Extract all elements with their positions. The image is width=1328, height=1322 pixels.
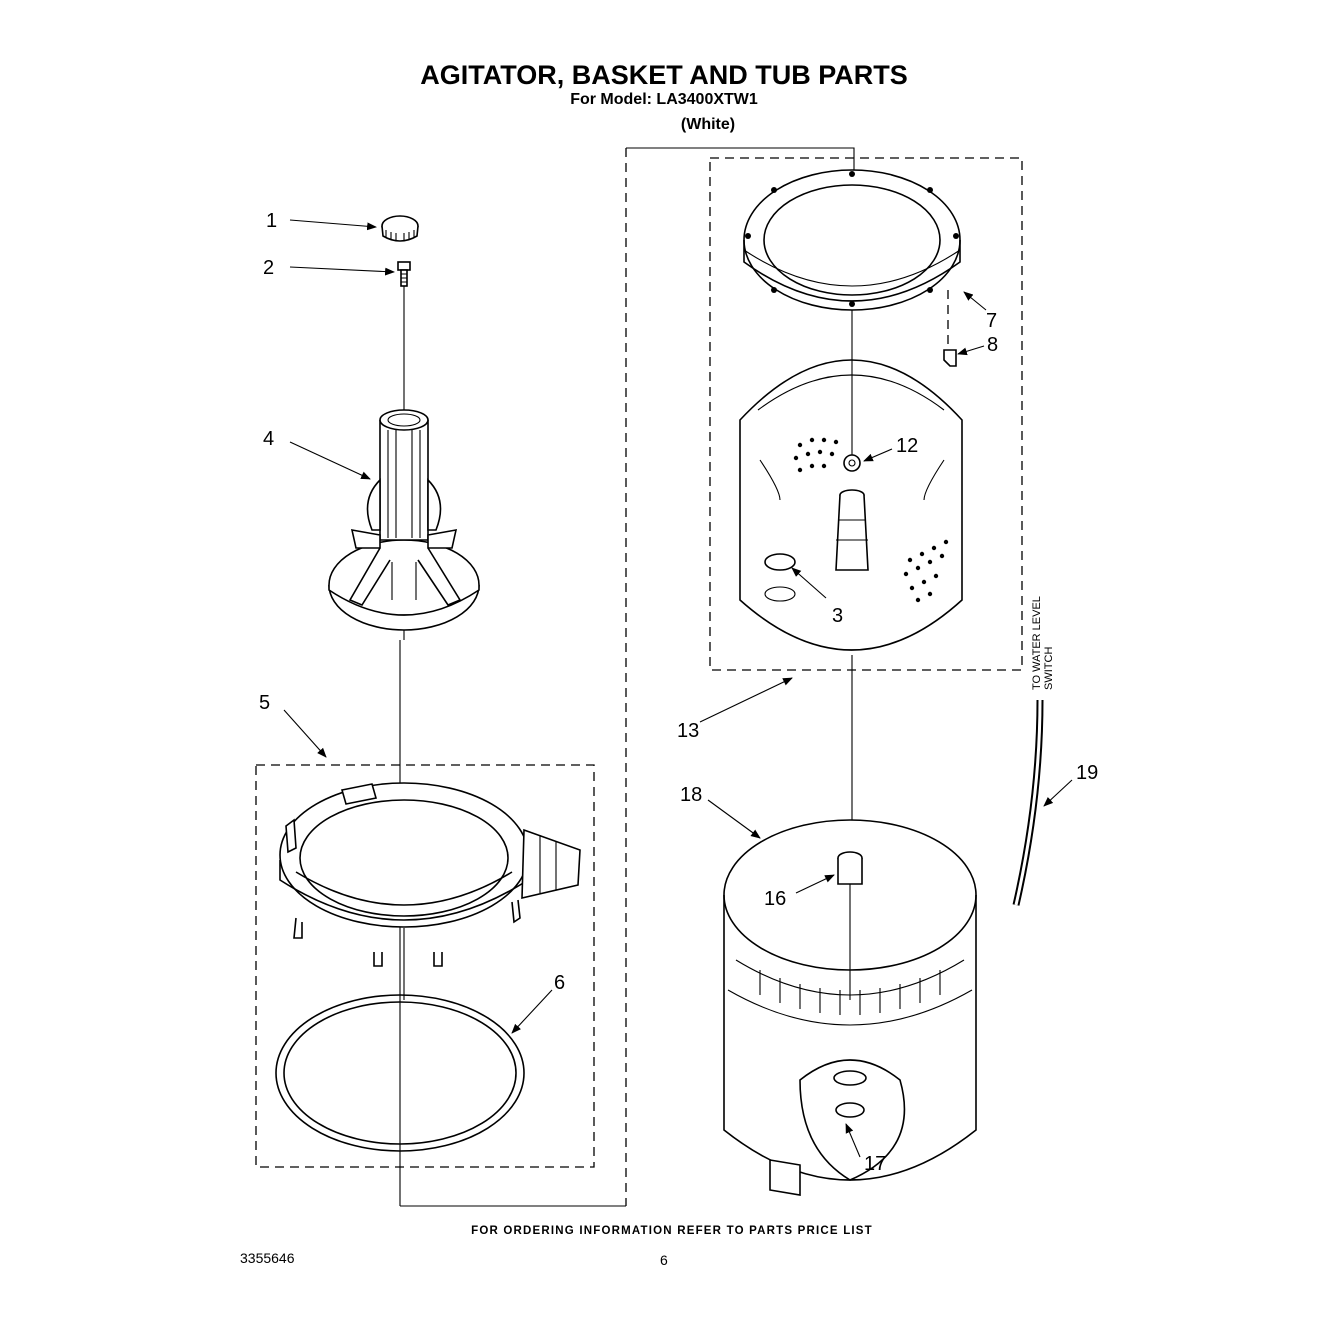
callout-13: 13	[677, 720, 699, 742]
callout-1: 1	[266, 210, 277, 232]
page-number: 6	[660, 1252, 668, 1268]
callout-7: 7	[986, 310, 997, 332]
document-number: 3355646	[240, 1250, 295, 1266]
water-level-switch-label: TO WATER LEVEL SWITCH	[1031, 596, 1055, 690]
bearing-part	[837, 851, 863, 885]
callout-17: 17	[864, 1153, 886, 1175]
diagram-title: AGITATOR, BASKET AND TUB PARTS	[420, 60, 908, 90]
ordering-note: FOR ORDERING INFORMATION REFER TO PARTS …	[471, 1225, 873, 1237]
callout-6: 6	[554, 972, 565, 994]
color-line: (White)	[681, 116, 735, 133]
hose-part	[1012, 699, 1044, 906]
callout-2: 2	[263, 257, 274, 279]
agitator-part	[328, 409, 480, 631]
basket-part	[739, 359, 963, 651]
connector-frame	[399, 147, 855, 1207]
tub-ring-assembly-box	[255, 764, 595, 1168]
callout-5: 5	[259, 692, 270, 714]
callout-8: 8	[987, 334, 998, 356]
callout-18: 18	[680, 784, 702, 806]
side-label-line2: SWITCH	[1043, 647, 1055, 690]
agitator-cap-part	[381, 215, 419, 242]
bolt-part	[397, 261, 411, 287]
nut-part	[843, 454, 861, 472]
tub-ring-part	[279, 782, 581, 967]
seal-ring-part	[275, 994, 525, 1152]
callout-3: 3	[832, 605, 843, 627]
callout-4: 4	[263, 428, 274, 450]
side-label-line1: TO WATER LEVEL	[1031, 596, 1043, 690]
clip-part	[943, 349, 957, 367]
basket-assembly-box	[709, 157, 1023, 671]
balance-ring-part	[743, 169, 961, 311]
leader-lines	[283, 219, 1073, 1158]
model-line: For Model: LA3400XTW1	[570, 91, 758, 108]
callout-16: 16	[764, 888, 786, 910]
callout-12: 12	[896, 435, 918, 457]
callout-19: 19	[1076, 762, 1098, 784]
